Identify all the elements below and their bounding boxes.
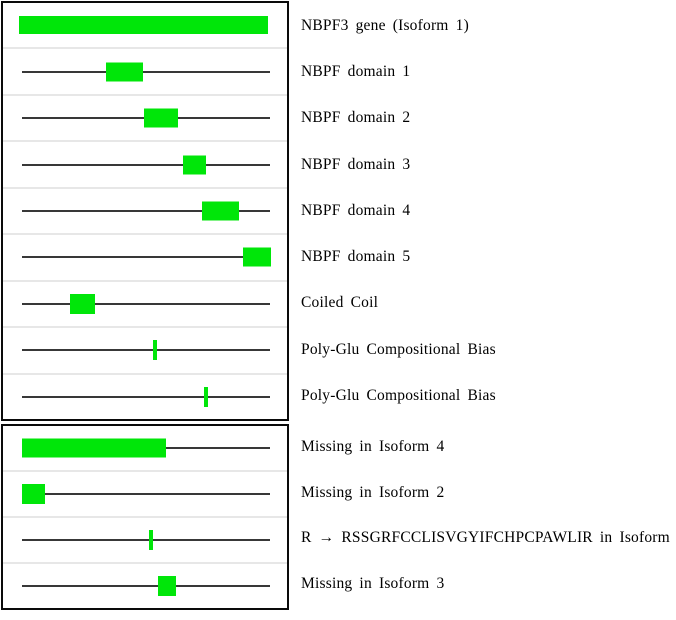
- feature-row-domain-1: [3, 47, 287, 93]
- feature-panel-main: [1, 1, 289, 421]
- feature-row-substitution-isoform-3: [3, 516, 287, 562]
- feature-label: NBPF domain 3: [301, 156, 411, 173]
- feature-row-polyglu-2: [3, 372, 287, 419]
- feature-label: Poly-Glu Compositional Bias: [301, 341, 496, 358]
- feature-row-polyglu-1: [3, 326, 287, 372]
- feature-row-domain-2: [3, 93, 287, 140]
- feature-label: Missing in Isoform 4: [301, 438, 445, 455]
- feature-row-missing-isoform-3: [3, 562, 287, 608]
- feature-row-gene: [3, 3, 287, 47]
- substitution-tick: [149, 530, 153, 550]
- sequence-line: [22, 395, 270, 398]
- sequence-line: [22, 302, 270, 305]
- feature-label: Coiled Coil: [301, 294, 379, 311]
- feature-label: Missing in Isoform 2: [301, 484, 445, 501]
- domain-box: [243, 247, 271, 267]
- domain-box: [106, 62, 143, 82]
- sequence-line: [22, 539, 270, 541]
- feature-label: R → RSSGRFCCLISVGYIFCHPCPAWLIR in Isofor…: [301, 529, 676, 546]
- feature-row-domain-5: [3, 233, 287, 279]
- sequence-line: [22, 585, 270, 587]
- feature-label: NBPF domain 1: [301, 63, 411, 80]
- feature-row-missing-isoform-2: [3, 470, 287, 516]
- feature-label: NBPF domain 2: [301, 109, 411, 126]
- feature-label: NBPF3 gene (Isoform 1): [301, 17, 469, 34]
- domain-box: [183, 155, 206, 175]
- feature-row-domain-4: [3, 186, 287, 233]
- sequence-line: [22, 256, 270, 259]
- missing-region-box: [22, 484, 45, 504]
- sequence-line: [22, 209, 270, 212]
- sequence-line: [22, 493, 270, 495]
- feature-row-missing-isoform-4: [3, 426, 287, 470]
- feature-row-domain-3: [3, 140, 287, 186]
- polyglu-tick: [204, 386, 208, 407]
- polyglu-tick: [153, 340, 157, 361]
- feature-label: NBPF domain 5: [301, 248, 411, 265]
- feature-row-coiled-coil: [3, 279, 287, 326]
- domain-box: [202, 201, 239, 221]
- sequence-line: [22, 163, 270, 166]
- feature-panel-isoforms: [1, 424, 289, 610]
- sequence-line: [22, 70, 270, 73]
- missing-region-box: [158, 576, 176, 596]
- gene-bar: [19, 16, 268, 35]
- coiled-coil-box: [70, 293, 95, 314]
- missing-region-bar: [22, 438, 166, 458]
- feature-label: Missing in Isoform 3: [301, 575, 445, 592]
- feature-label: Poly-Glu Compositional Bias: [301, 387, 496, 404]
- domain-box: [144, 108, 178, 128]
- sequence-line: [22, 349, 270, 352]
- feature-label: NBPF domain 4: [301, 202, 411, 219]
